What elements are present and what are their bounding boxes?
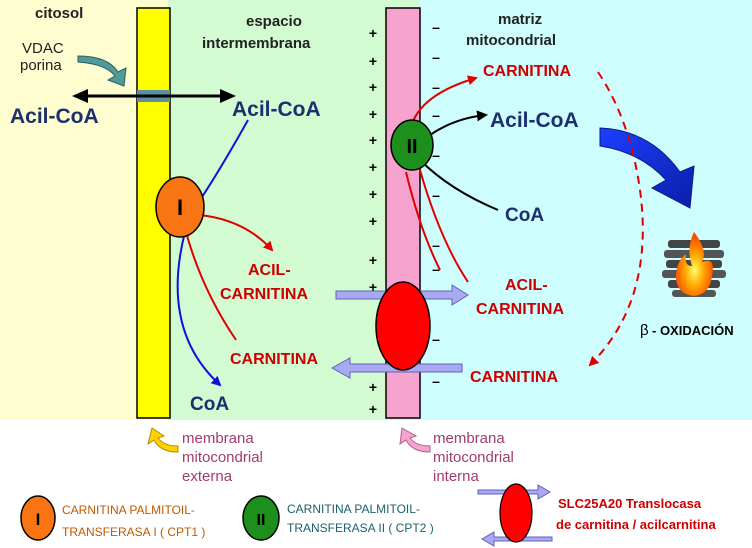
legend: I CARNITINA PALMITOIL- TRANSFERASA I ( C… xyxy=(20,483,716,547)
translocase-protein xyxy=(375,281,431,371)
plus-sign: + xyxy=(369,213,377,229)
cpt1-numeral: I xyxy=(177,195,183,220)
cpt2-enzyme xyxy=(390,119,434,171)
vdac-label: VDAC xyxy=(22,40,64,57)
cpt1-to-coa-arrow xyxy=(176,231,222,387)
plus-sign: + xyxy=(369,79,377,95)
legend-translocase-icon xyxy=(499,483,533,543)
coa-im: CoA xyxy=(190,394,229,415)
positive-charges: + + + + + + + + + + + + xyxy=(369,25,377,417)
cpt1-enzyme xyxy=(155,176,205,238)
plus-sign: + xyxy=(369,25,377,41)
acil-coa-cytosol: Acil-CoA xyxy=(10,105,99,128)
vdac-arrowhead-right xyxy=(220,89,236,103)
outer-membrane-label-2: mitocondrial xyxy=(182,449,263,466)
cpt1-to-acilcarnitina-arrow xyxy=(199,214,274,252)
plus-sign: + xyxy=(369,186,377,202)
matrix-region xyxy=(420,0,752,420)
negative-charges: – – – – – – – – – – xyxy=(432,19,440,389)
legend-cpt2-line2: TRANSFERASA II ( CPT2 ) xyxy=(287,521,434,535)
intermembrane-label-2: intermembrana xyxy=(202,35,311,52)
porina-label: porina xyxy=(20,57,62,74)
outer-membrane-label-3: externa xyxy=(182,468,233,485)
carnitina-mx-top: CARNITINA xyxy=(483,63,571,80)
inner-membrane-label-3: interna xyxy=(433,468,480,485)
plus-sign: + xyxy=(369,106,377,122)
minus-sign: – xyxy=(432,373,440,389)
intermembrane-region xyxy=(168,0,420,420)
carnitina-mx-bottom: CARNITINA xyxy=(470,369,558,386)
acilcarnitina-to-cpt2-arrow xyxy=(419,169,469,283)
coa-mx: CoA xyxy=(505,205,544,226)
carnitina-to-cpt1-arrow xyxy=(185,231,237,341)
acilcarnitina-im-line2: CARNITINA xyxy=(220,286,308,303)
inner-membrane-pointer xyxy=(399,427,431,453)
outer-membrane-pointer xyxy=(147,427,179,453)
beta-oxidation-label: - OXIDACIÓN xyxy=(652,323,734,338)
acilcarnitina-mx-line2: CARNITINA xyxy=(476,301,564,318)
acilcarnitina-im-line1: ACIL- xyxy=(248,262,291,279)
inner-membrane-label-1: membrana xyxy=(433,430,505,447)
inner-membrane-label-2: mitocondrial xyxy=(433,449,514,466)
intermembrane-label-1: espacio xyxy=(246,13,302,30)
carnitine-recycle-dashed-arrow xyxy=(588,71,644,367)
legend-cpt1-line1: CARNITINA PALMITOIL- xyxy=(62,503,195,517)
vdac-pointer-arrow xyxy=(77,55,127,87)
cytosol-label: citosol xyxy=(35,5,83,22)
legend-cpt2-line1: CARNITINA PALMITOIL- xyxy=(287,502,420,516)
plus-sign: + xyxy=(369,279,377,295)
minus-sign: – xyxy=(432,49,440,65)
plus-sign: + xyxy=(369,379,377,395)
cpt2-to-acilcoa-arrow xyxy=(429,110,488,136)
vdac-arrowhead-left xyxy=(72,89,88,103)
legend-cpt1-line2: TRANSFERASA I ( CPT1 ) xyxy=(62,525,205,539)
plus-sign: + xyxy=(369,53,377,69)
matrix-label-1: matriz xyxy=(498,11,542,28)
minus-sign: – xyxy=(432,187,440,203)
matrix-label-2: mitocondrial xyxy=(466,32,556,49)
legend-cpt1-icon xyxy=(20,495,56,541)
plus-sign: + xyxy=(369,252,377,268)
acil-coa-intermembrane: Acil-CoA xyxy=(232,98,321,121)
minus-sign: – xyxy=(432,237,440,253)
legend-cpt2-numeral: II xyxy=(257,512,266,529)
acil-coa-to-cpt1-arrow xyxy=(199,119,249,201)
minus-sign: – xyxy=(432,261,440,277)
plus-sign: + xyxy=(369,401,377,417)
carnitina-im: CARNITINA xyxy=(230,351,318,368)
minus-sign: – xyxy=(432,331,440,347)
outer-membrane-label-1: membrana xyxy=(182,430,254,447)
legend-cpt1-numeral: I xyxy=(36,510,41,529)
beta-symbol: β xyxy=(640,322,649,339)
legend-translocase-line2: de carnitina / acilcarnitina xyxy=(556,517,716,532)
minus-sign: – xyxy=(432,79,440,95)
plus-sign: + xyxy=(369,159,377,175)
cpt2-to-coa-arrow xyxy=(419,159,499,211)
acil-coa-matrix: Acil-CoA xyxy=(490,109,579,132)
minus-sign: – xyxy=(432,107,440,123)
legend-translocase-line1: SLC25A20 Translocasa xyxy=(558,496,702,511)
minus-sign: – xyxy=(432,147,440,163)
legend-cpt2-icon xyxy=(242,495,280,541)
beta-oxidation-flow-arrow xyxy=(599,127,695,209)
plus-sign: + xyxy=(369,132,377,148)
carnitina-shuttle-red-arrow xyxy=(405,171,441,271)
acilcarnitina-mx-line1: ACIL- xyxy=(505,277,548,294)
minus-sign: – xyxy=(432,19,440,35)
cpt2-numeral: II xyxy=(406,136,417,158)
fire-icon xyxy=(662,232,726,297)
